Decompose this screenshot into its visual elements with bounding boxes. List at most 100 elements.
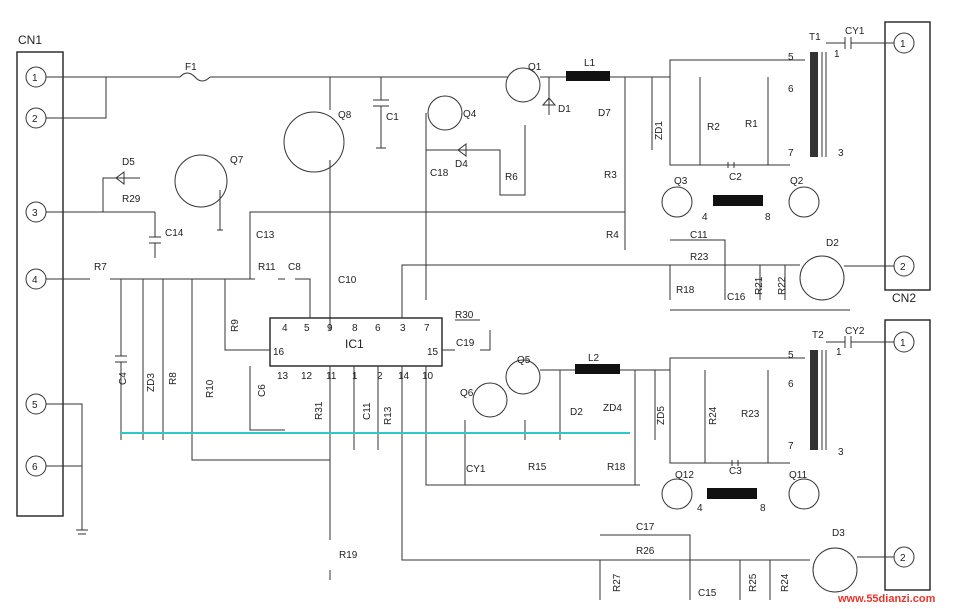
svg-text:5: 5 (304, 323, 310, 334)
upper-output-stage: R2 R1 C2 Q3 Q2 4 8 T1 5 6 7 1 3 CY1 (661, 26, 894, 223)
svg-text:8: 8 (765, 212, 771, 223)
svg-text:3: 3 (400, 323, 406, 334)
svg-text:R18: R18 (607, 462, 626, 473)
svg-text:T1: T1 (809, 32, 821, 43)
ic1: IC1 4 5 9 8 6 3 7 16 15 13 12 11 1 2 14 … (269, 317, 443, 382)
svg-text:D4: D4 (455, 159, 468, 170)
svg-text:L2: L2 (588, 353, 600, 364)
zener-chain: D7 ZD1 R3 R4 ZD4 ZD5 R18 (598, 77, 667, 485)
svg-text:ZD3: ZD3 (146, 373, 157, 392)
svg-text:R29: R29 (122, 194, 141, 205)
svg-text:6: 6 (788, 379, 794, 390)
cn2-label: CN2 (892, 291, 916, 305)
svg-text:R30: R30 (455, 310, 474, 321)
svg-text:5: 5 (32, 400, 38, 411)
svg-text:R24: R24 (780, 573, 791, 592)
svg-text:3: 3 (838, 447, 844, 458)
svg-text:3: 3 (32, 208, 38, 219)
svg-text:R10: R10 (205, 379, 216, 398)
svg-text:6: 6 (788, 84, 794, 95)
svg-text:Q1: Q1 (528, 62, 542, 73)
svg-text:R23: R23 (741, 409, 760, 420)
svg-text:1: 1 (32, 73, 38, 84)
svg-text:R22: R22 (777, 276, 788, 295)
svg-text:C13: C13 (256, 230, 275, 241)
svg-text:7: 7 (788, 441, 794, 452)
svg-text:ZD1: ZD1 (654, 121, 665, 140)
svg-text:CY1: CY1 (466, 464, 486, 475)
svg-text:Q7: Q7 (230, 155, 244, 166)
svg-text:1: 1 (834, 49, 840, 60)
svg-text:R31: R31 (314, 401, 325, 420)
svg-text:Q4: Q4 (463, 109, 477, 120)
svg-text:R15: R15 (528, 462, 547, 473)
watermark: www.55dianzi.com (837, 593, 936, 605)
svg-text:R25: R25 (748, 573, 759, 592)
svg-text:R11: R11 (258, 262, 276, 273)
svg-text:R27: R27 (612, 573, 623, 592)
svg-text:D3: D3 (832, 528, 845, 539)
input-rail: F1 C1 (46, 62, 500, 149)
svg-text:1: 1 (836, 347, 842, 358)
svg-text:C10: C10 (338, 275, 357, 286)
svg-text:C17: C17 (636, 522, 655, 533)
svg-text:R23: R23 (690, 252, 709, 263)
svg-text:4: 4 (282, 323, 288, 334)
svg-text:ZD5: ZD5 (656, 406, 667, 425)
svg-text:5: 5 (788, 52, 794, 63)
d4-network: D3 C17 R26 R27 C15 R25 R24 (599, 522, 894, 600)
svg-text:Q6: Q6 (460, 388, 474, 399)
connector-cn1: CN1 1 2 3 4 5 6 (16, 33, 64, 517)
svg-text:13: 13 (277, 371, 289, 382)
svg-text:7: 7 (424, 323, 430, 334)
svg-text:CY2: CY2 (845, 326, 865, 337)
svg-text:D2: D2 (570, 407, 583, 418)
lower-output-stage: R24 R23 C3 Q12 Q11 4 8 T2 5 6 7 1 3 CY2 (661, 326, 894, 514)
svg-text:C11: C11 (362, 402, 373, 420)
ic1-bottom-wiring: R19 R31 C11 R13 R30 C19 (314, 264, 670, 580)
d3-network: D2 C11 R23 R18 C16 R21 R22 (669, 230, 894, 311)
svg-text:R24: R24 (708, 406, 719, 425)
svg-text:C8: C8 (288, 262, 301, 273)
svg-text:12: 12 (301, 371, 313, 382)
svg-text:Q2: Q2 (790, 176, 804, 187)
svg-text:1: 1 (900, 338, 906, 349)
svg-text:R3: R3 (604, 170, 617, 181)
fuse-label: F1 (185, 62, 197, 73)
svg-text:Q3: Q3 (674, 176, 688, 187)
svg-text:C16: C16 (727, 292, 746, 303)
svg-text:D2: D2 (826, 238, 839, 249)
svg-text:R1: R1 (745, 119, 758, 130)
svg-text:8: 8 (760, 503, 766, 514)
svg-text:R9: R9 (230, 319, 241, 332)
svg-text:T2: T2 (812, 330, 824, 341)
svg-text:R21: R21 (754, 276, 765, 295)
cn1-label: CN1 (18, 33, 42, 47)
svg-text:3: 3 (838, 148, 844, 159)
svg-text:7: 7 (788, 148, 794, 159)
svg-text:1: 1 (352, 371, 358, 382)
svg-text:C3: C3 (729, 466, 742, 477)
svg-text:1: 1 (900, 39, 906, 50)
svg-text:4: 4 (697, 503, 703, 514)
svg-text:R18: R18 (676, 285, 695, 296)
svg-text:R4: R4 (606, 230, 619, 241)
svg-text:D1: D1 (558, 104, 571, 115)
svg-text:4: 4 (32, 275, 38, 286)
svg-text:L1: L1 (584, 58, 596, 69)
svg-text:R2: R2 (707, 122, 720, 133)
svg-text:R6: R6 (505, 172, 518, 183)
svg-text:2: 2 (900, 553, 906, 564)
svg-text:R8: R8 (168, 372, 179, 385)
connector-cn2: CN2 1 2 1 2 (884, 21, 931, 591)
ic1-label: IC1 (345, 337, 364, 351)
svg-text:D5: D5 (122, 157, 135, 168)
svg-text:Q8: Q8 (338, 110, 352, 121)
q5-q6-section: Q5 Q6 L2 D2 CY1 R15 (460, 353, 805, 485)
svg-text:2: 2 (900, 262, 906, 273)
ground-lines (46, 403, 88, 535)
svg-text:Q11: Q11 (789, 470, 808, 481)
svg-text:4: 4 (702, 212, 708, 223)
